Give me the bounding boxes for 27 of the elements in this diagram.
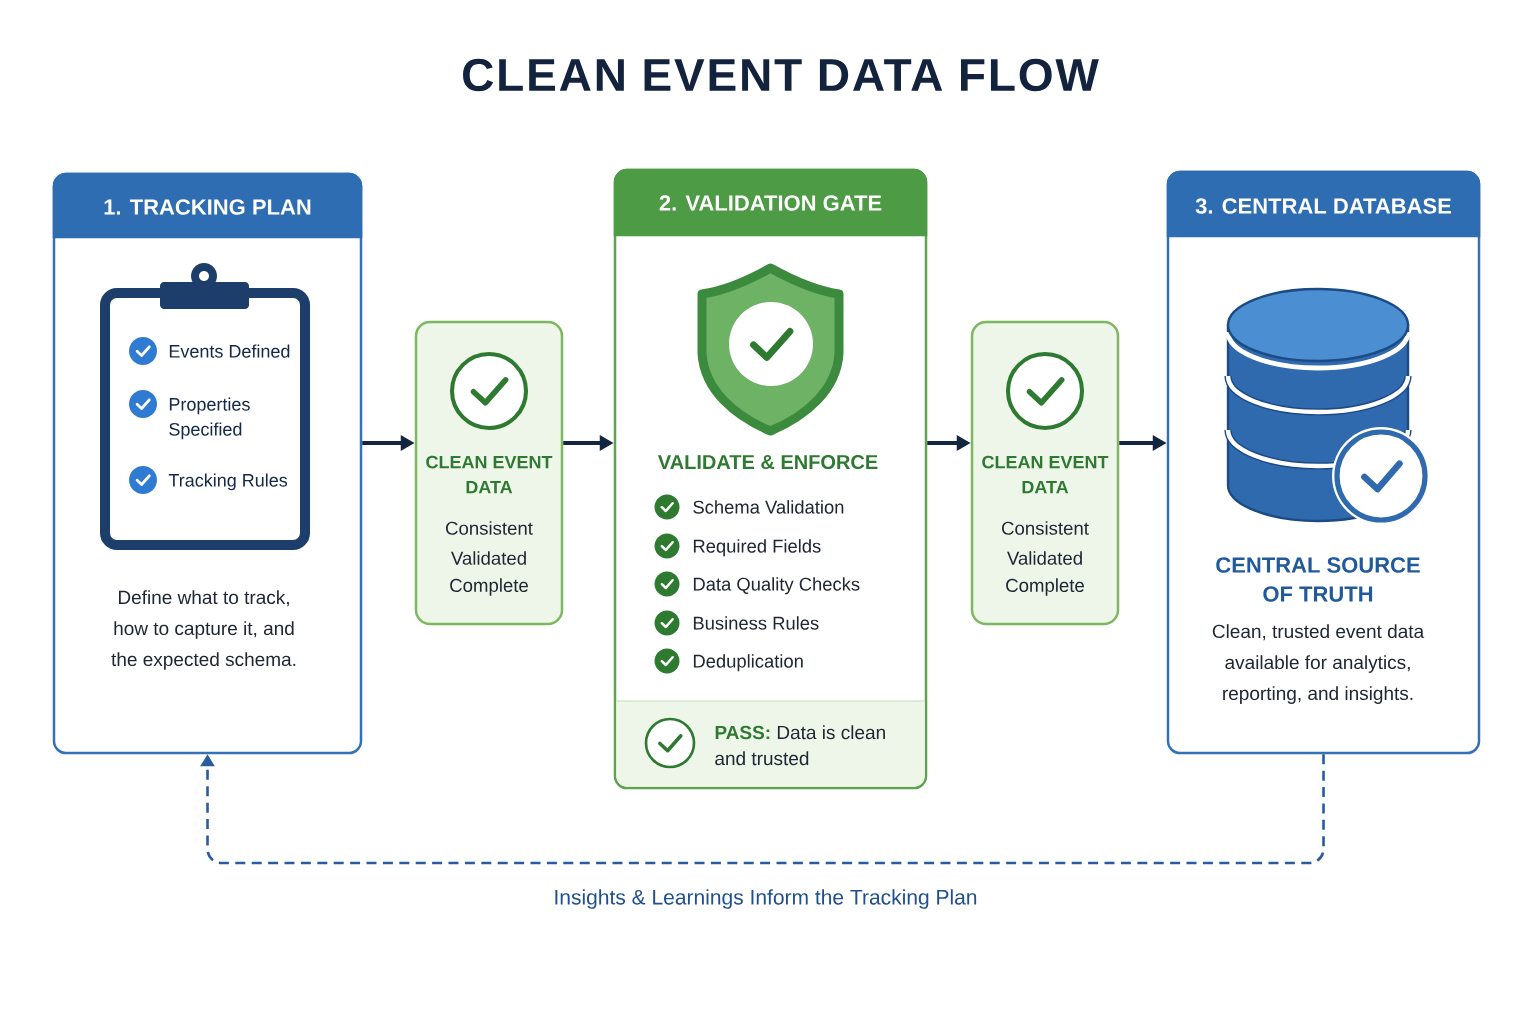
list-item: Validated (1007, 551, 1082, 565)
checklist-item: Data Quality Checks (693, 577, 860, 595)
checklist-item: Tracking Rules (168, 473, 288, 491)
list-item: Complete (1006, 578, 1084, 596)
section-heading: VALIDATE & ENFORCE (657, 454, 878, 470)
panel-header: 3. CENTRAL DATABASE (1166, 170, 1481, 238)
status-text: PASS: Data is clean and trusted (715, 725, 885, 766)
checklist-item: Schema Validation (693, 500, 844, 514)
card-title: CLEAN EVENT DATA (982, 455, 1109, 494)
list-item: Consistent (1002, 521, 1089, 535)
section-heading: CENTRAL SOURCE OF TRUTH (1216, 557, 1420, 602)
title: CLEAN EVENT DATA FLOW (463, 58, 1099, 92)
description: Define what to track, how to capture it, and the expected schema. (111, 590, 296, 670)
checklist-item: Deduplication (693, 654, 803, 672)
dashed-arrow (200, 754, 1325, 865)
panel-header: 2. VALIDATION GATE (613, 168, 928, 237)
checklist-item: Required Fields (693, 539, 821, 557)
panel-header: 1. TRACKING PLAN (52, 172, 363, 239)
list-item: Complete (450, 578, 528, 596)
edge-label: Insights & Learnings Inform the Tracking Plan (551, 887, 980, 911)
list-item: Validated (451, 551, 526, 565)
card-title: CLEAN EVENT DATA (426, 455, 553, 494)
list-item: Consistent (446, 521, 533, 535)
checklist-item: Events Defined (169, 344, 290, 358)
checklist-item: Properties Specified (169, 397, 250, 440)
description: Clean, trusted event data available for analytics, reporting, and insights. (1212, 624, 1425, 704)
checklist-item: Business Rules (693, 616, 819, 630)
